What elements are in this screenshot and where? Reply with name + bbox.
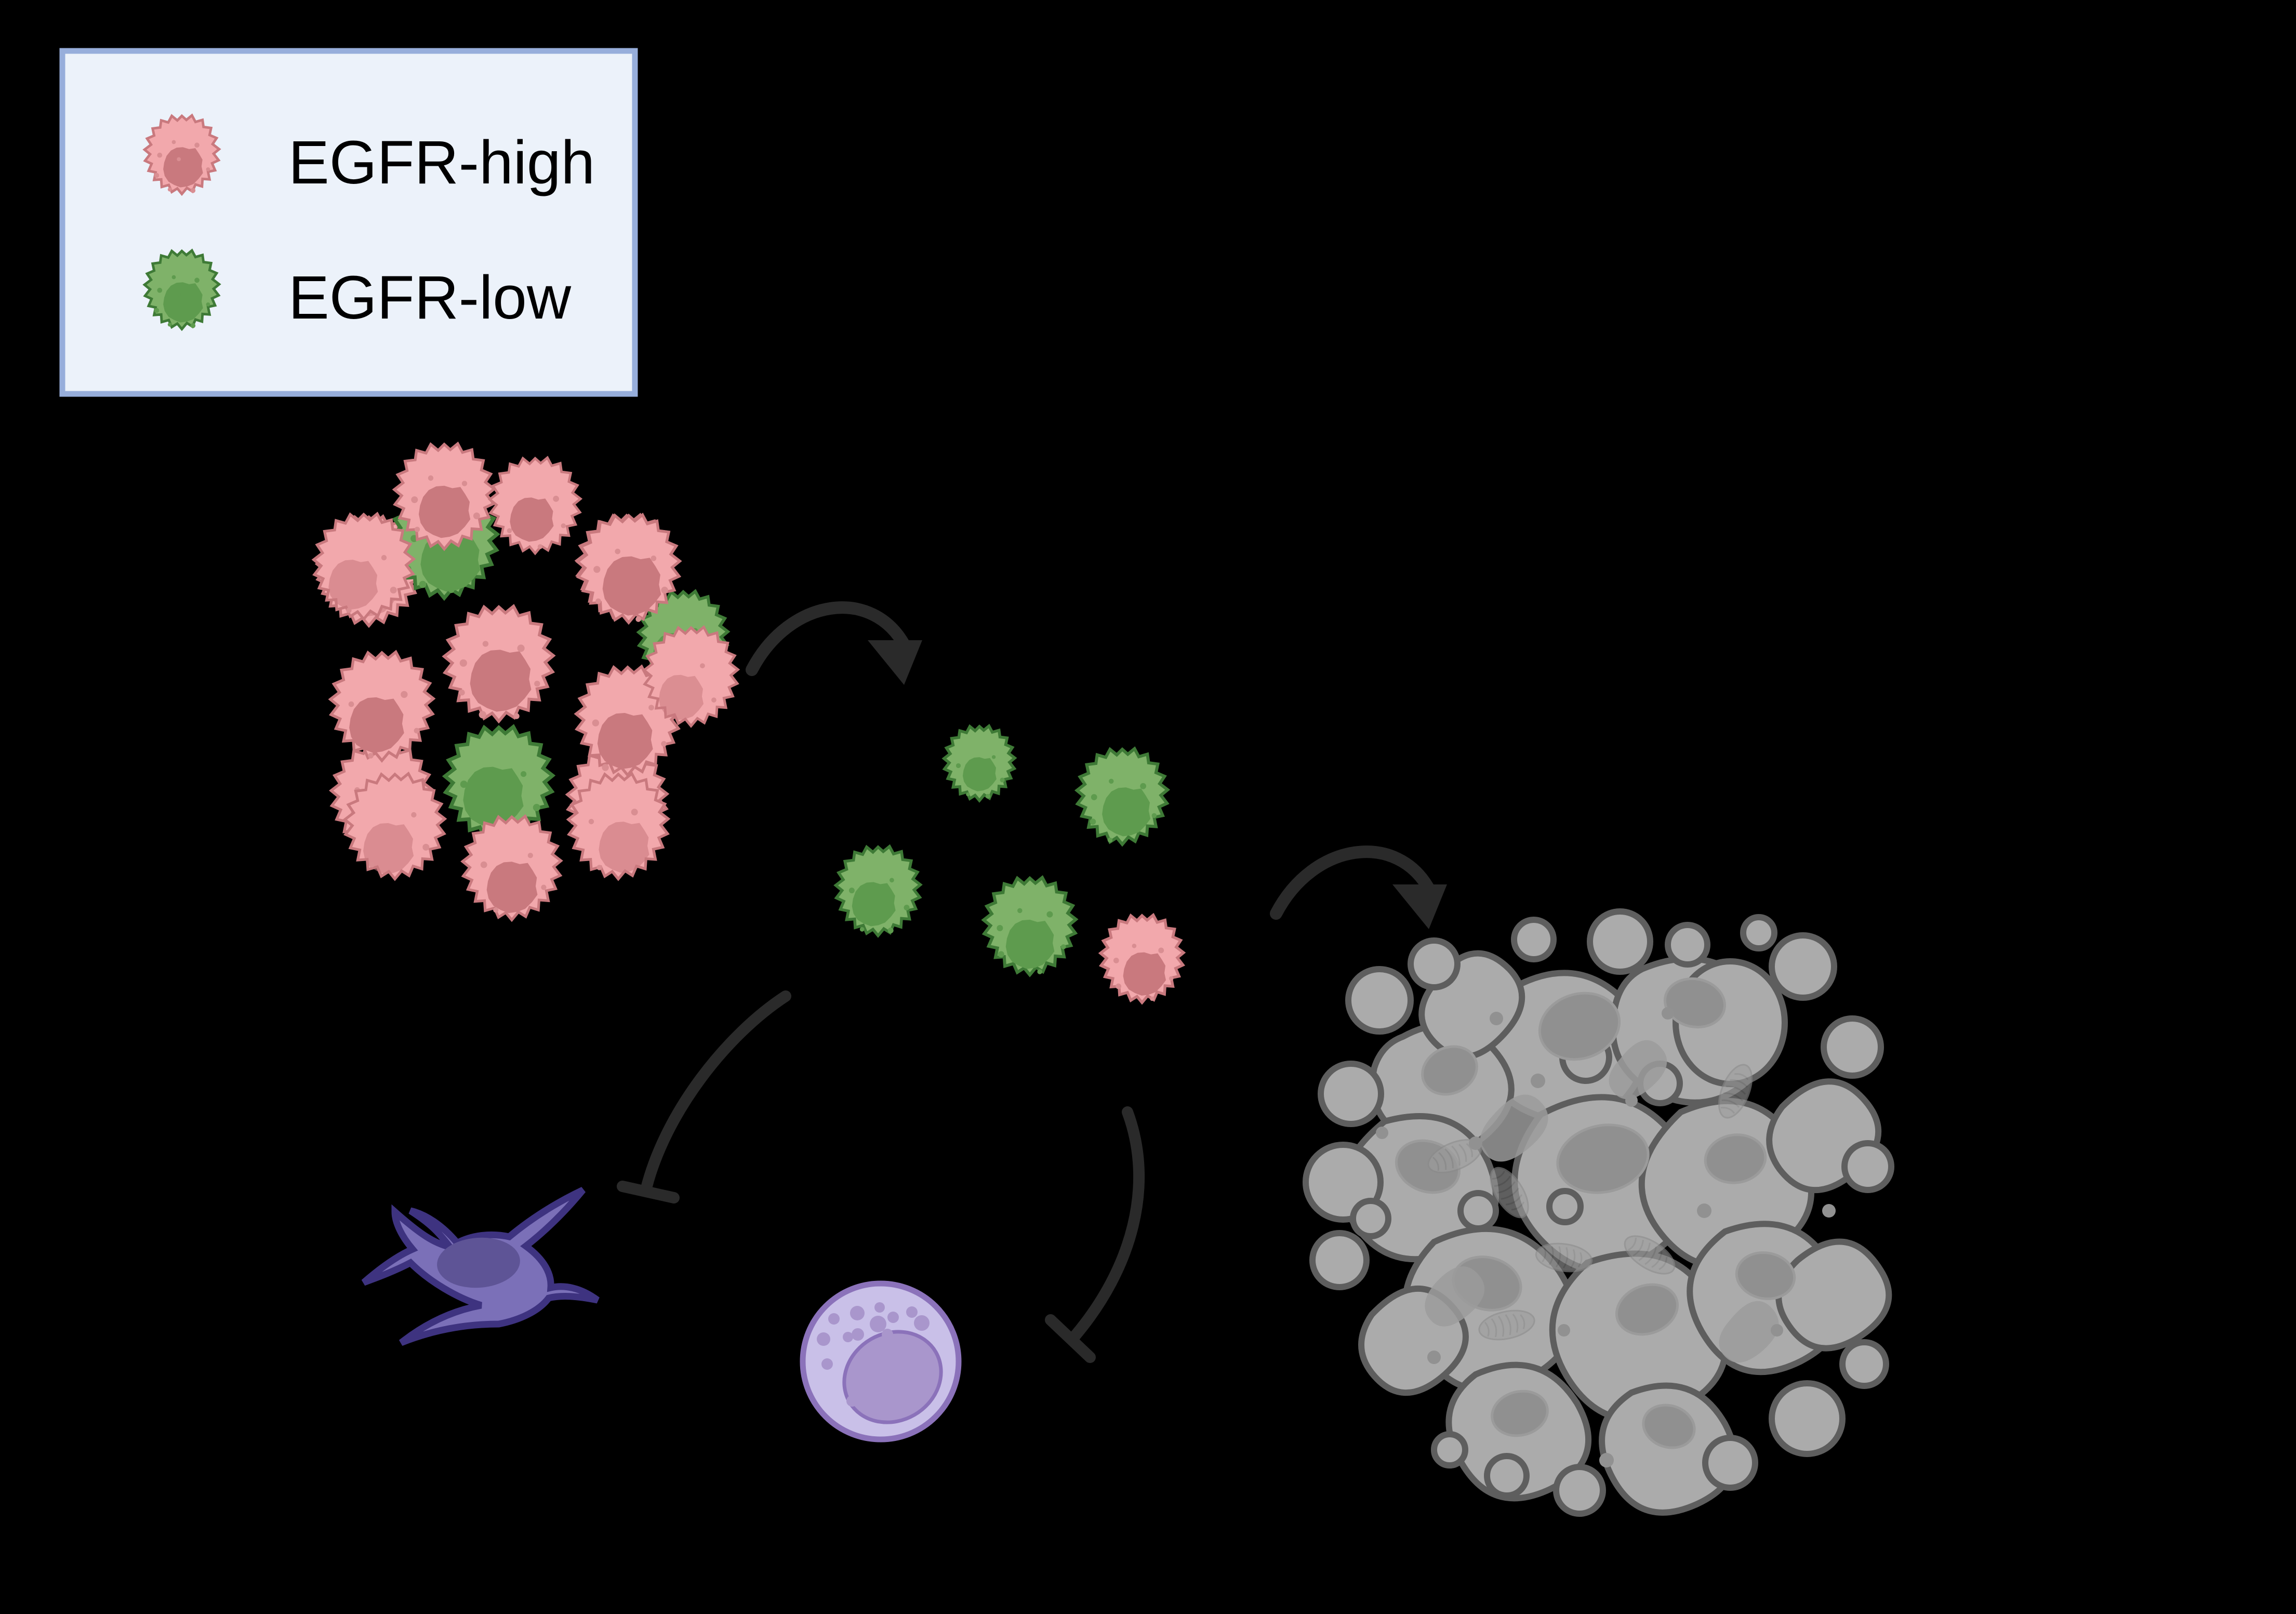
scattered-cell-pink (1100, 915, 1184, 1002)
tumor-cell-pink (462, 816, 561, 920)
tumor-cell-pink (644, 627, 738, 726)
tumor-cell-pink (578, 515, 680, 623)
tumor-cell-icon (144, 250, 219, 329)
lymphocyte-immune-cell[interactable] (800, 1280, 962, 1443)
legend-item-egfr-high[interactable]: EGFR-high (144, 115, 595, 197)
lymphocyte-granules (817, 1302, 938, 1407)
legend[interactable]: EGFR-high EGFR-low (59, 48, 638, 397)
resistant-gray-cell-cluster[interactable] (1303, 908, 1894, 1517)
egfr-high-tumor-cluster[interactable] (314, 444, 738, 920)
tumor-cell-pink (345, 774, 445, 879)
tumor-cell-pink (330, 652, 433, 761)
legend-label-egfr-low: EGFR-low (288, 263, 572, 332)
disseminated-egfr-low-cells[interactable] (836, 726, 1184, 1002)
scattered-cell-green (1077, 749, 1168, 844)
fibroblast-nucleus (437, 1237, 520, 1288)
legend-box (59, 48, 638, 397)
tumor-cell-icon (144, 115, 219, 194)
scattered-cell-green (836, 846, 921, 936)
tumor-cell-pink (568, 774, 668, 879)
tumor-cell-pink (490, 458, 581, 553)
stellate-fibroblast-cell[interactable] (361, 1187, 600, 1346)
connector-layer (617, 601, 1447, 1363)
scattered-cell-green (984, 878, 1076, 975)
legend-label-egfr-high: EGFR-high (288, 128, 595, 197)
tumor-cell-pink (444, 606, 553, 722)
arrow-scattered-to-gray (1270, 845, 1447, 929)
inhibition-to-fibroblast (617, 990, 791, 1203)
arrow-tumor-to-scattered (746, 601, 922, 685)
legend-item-egfr-low[interactable]: EGFR-low (144, 250, 572, 332)
tumor-cell-pink (394, 444, 494, 549)
inhibition-to-lymphocyte (1045, 1106, 1145, 1363)
tumor-cell-pink (576, 667, 679, 775)
tumor-cell-pink (314, 514, 414, 619)
scattered-cell-green (944, 726, 1015, 801)
